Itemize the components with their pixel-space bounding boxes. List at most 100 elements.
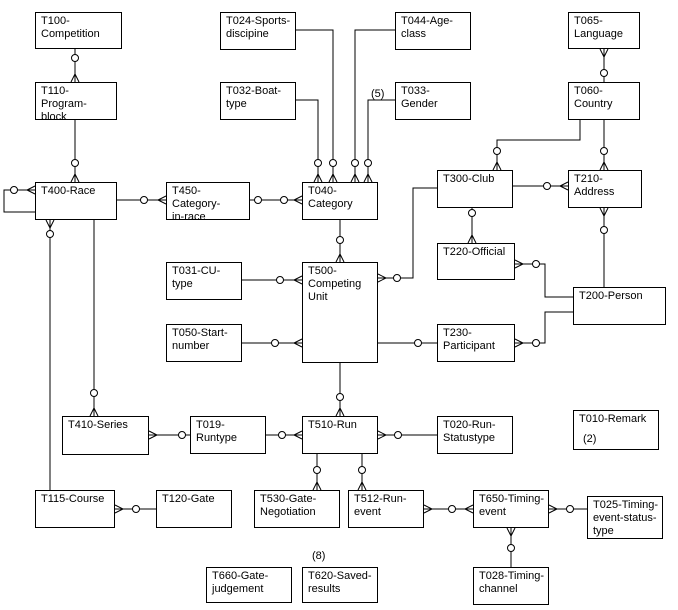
relationship-line [496, 120, 581, 170]
crows-foot-marker [357, 480, 367, 491]
optional-circle-marker [132, 505, 140, 513]
crows-foot-marker [377, 430, 388, 440]
optional-circle-marker [336, 393, 344, 401]
entity-t050-start-number: T050-Start- number [166, 324, 242, 362]
optional-circle-marker [46, 230, 54, 238]
optional-circle-marker [532, 339, 540, 347]
crows-foot-marker [292, 275, 303, 285]
crows-foot-marker [548, 504, 559, 514]
entity-t400-race: T400-Race [35, 182, 117, 220]
entity-t410-series: T410-Series [62, 416, 149, 455]
entity-t300-club: T300-Club [437, 170, 513, 208]
entity-t044-age-class: T044-Age- class [395, 12, 471, 50]
crows-foot-marker [350, 172, 360, 183]
optional-circle-marker [71, 54, 79, 62]
optional-circle-marker [364, 159, 372, 167]
crows-foot-marker [292, 338, 303, 348]
crows-foot-marker [514, 338, 525, 348]
crows-foot-marker [45, 219, 55, 230]
entity-t024-sports-discipline: T024-Sports- discipine [220, 12, 296, 50]
entity-t060-country: T060-Country [568, 82, 640, 120]
relationship-line [515, 263, 573, 298]
optional-circle-marker [336, 236, 344, 244]
optional-circle-marker [10, 186, 18, 194]
entity-t040-category: T040- Category [302, 182, 378, 220]
optional-circle-marker [329, 159, 337, 167]
crows-foot-marker [423, 504, 434, 514]
optional-circle-marker [140, 196, 148, 204]
optional-circle-marker [543, 182, 551, 190]
crows-foot-marker [599, 160, 609, 171]
gender-count-note: (5) [371, 88, 385, 100]
crows-foot-marker [312, 480, 322, 491]
crows-foot-marker [558, 181, 569, 191]
optional-circle-marker [600, 69, 608, 77]
optional-circle-marker [276, 276, 284, 284]
crows-foot-marker [335, 406, 345, 417]
optional-circle-marker [71, 159, 79, 167]
optional-circle-marker [278, 431, 286, 439]
crows-foot-marker [335, 252, 345, 263]
crows-foot-marker [599, 48, 609, 59]
crows-foot-marker [148, 430, 159, 440]
optional-circle-marker [507, 544, 515, 552]
relationship-line [3, 189, 35, 213]
optional-circle-marker [280, 196, 288, 204]
entity-t660-gate-judgement: T660-Gate- judgement [206, 567, 292, 603]
optional-circle-marker [90, 389, 98, 397]
entity-t210-address: T210-Address [568, 170, 642, 208]
relationship-line [378, 187, 437, 279]
entity-t110-program-block: T110-Program- block [35, 82, 117, 123]
optional-circle-marker [414, 339, 422, 347]
optional-circle-marker [493, 147, 501, 155]
entity-t032-boat-type: T032-Boat- type [220, 82, 296, 120]
crows-foot-marker [89, 406, 99, 417]
relationship-line [515, 311, 573, 344]
entity-t450-category-in-race: T450-Category- in-race [166, 182, 250, 223]
entity-t025-timing-event-status-type: T025-Timing- event-status- type [587, 496, 663, 539]
optional-circle-marker [448, 505, 456, 513]
entity-t115-course: T115-Course [35, 490, 115, 528]
entity-t120-gate: T120-Gate [156, 490, 232, 528]
crows-foot-marker [599, 207, 609, 218]
optional-circle-marker [393, 274, 401, 282]
crows-foot-marker [363, 172, 373, 183]
entity-t010-remark: T010-Remark [573, 410, 659, 450]
entity-t200-person: T200-Person [573, 287, 666, 325]
optional-circle-marker [178, 431, 186, 439]
crows-foot-marker [492, 160, 502, 171]
entity-t031-cu-type: T031-CU-type [166, 262, 242, 300]
relationship-line [296, 29, 334, 182]
optional-circle-marker [351, 159, 359, 167]
optional-circle-marker [566, 505, 574, 513]
entity-t620-saved-results: T620-Saved- results [302, 567, 378, 603]
relationship-line [296, 99, 319, 182]
optional-circle-marker [468, 209, 476, 217]
crows-foot-marker [292, 195, 303, 205]
relationship-line [354, 29, 395, 182]
entity-t019-runtype: T019- Runtype [190, 416, 266, 454]
results-count-note: (8) [312, 550, 326, 562]
entity-t512-run-event: T512-Run- event [348, 490, 424, 528]
entity-t028-timing-channel: T028-Timing- channel [473, 567, 549, 605]
optional-circle-marker [271, 339, 279, 347]
optional-circle-marker [314, 159, 322, 167]
crows-foot-marker [514, 259, 525, 269]
optional-circle-marker [600, 226, 608, 234]
entity-t230-participant: T230- Participant [437, 324, 515, 362]
entity-t510-run: T510-Run [302, 416, 378, 454]
entity-t500-competing-unit: T500- Competing Unit [302, 262, 378, 363]
relationship-line [367, 99, 395, 182]
crows-foot-marker [70, 72, 80, 83]
crows-foot-marker [467, 233, 477, 244]
entity-t020-run-statustype: T020-Run- Statustype [437, 416, 513, 454]
entity-t650-timing-event: T650-Timing- event [473, 490, 549, 528]
crows-foot-marker [463, 504, 474, 514]
optional-circle-marker [532, 260, 540, 268]
entity-t033-gender: T033-Gender [395, 82, 471, 120]
crows-foot-marker [25, 185, 36, 195]
remark-count-note: (2) [583, 433, 597, 445]
crows-foot-marker [506, 527, 516, 538]
